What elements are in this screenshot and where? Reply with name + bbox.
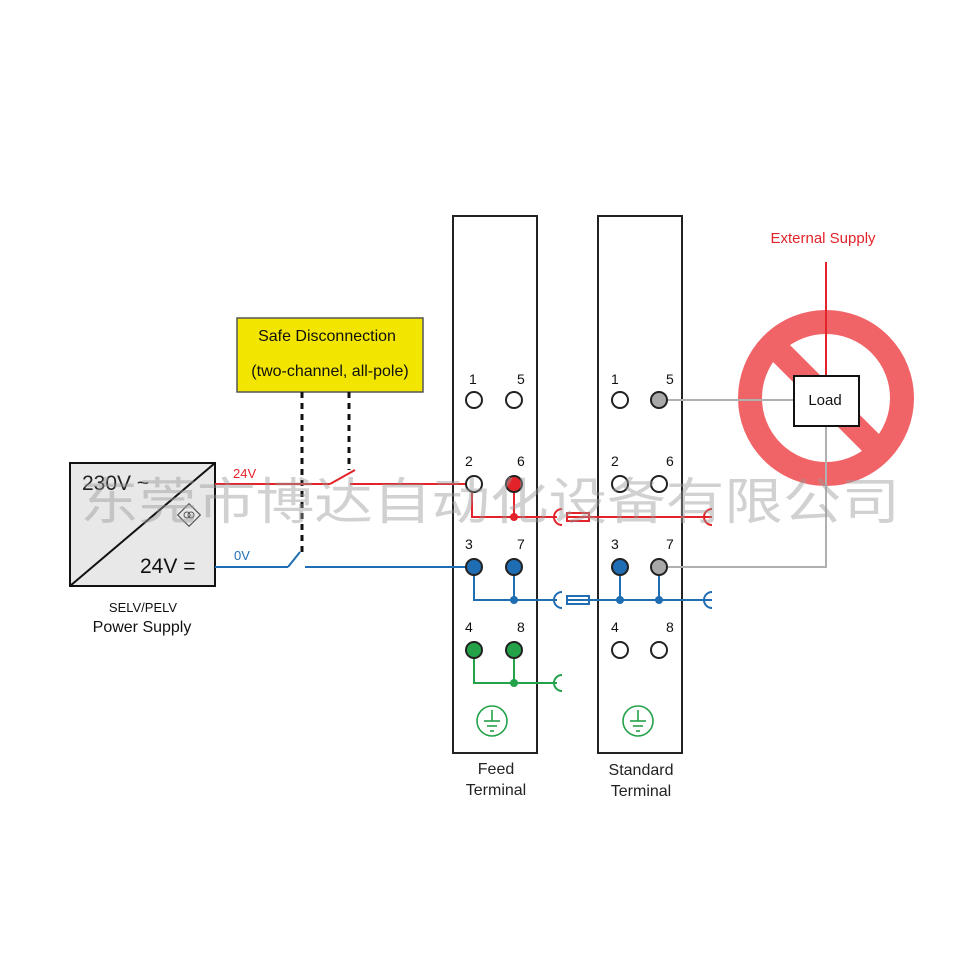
ground-symbol-icon (476, 705, 508, 737)
pin-label: 7 (517, 536, 525, 552)
terminal-point (465, 641, 483, 659)
wire-external (659, 262, 827, 568)
terminal-point (465, 475, 483, 493)
terminal-point (650, 558, 668, 576)
power-supply-input-label: 230V ~ (82, 472, 149, 495)
terminal-point (505, 558, 523, 576)
power-supply-type-label: SELV/PELV (109, 600, 177, 615)
pin-label: 8 (517, 619, 525, 635)
junction-dot (510, 596, 518, 604)
pin-label: 7 (666, 536, 674, 552)
external-supply-label: External Supply (770, 230, 876, 247)
terminal-point (611, 475, 629, 493)
pin-label: 5 (517, 371, 525, 387)
pin-label: 6 (666, 453, 674, 469)
junction-dot (616, 596, 624, 604)
safe-disconnection-box: Safe Disconnection (two-channel, all-pol… (236, 317, 424, 393)
junction-dot (655, 596, 663, 604)
load-box: Load (793, 375, 860, 427)
terminal-point (505, 475, 523, 493)
pin-label: 4 (611, 619, 619, 635)
pin-label: 6 (517, 453, 525, 469)
pin-label: 4 (465, 619, 473, 635)
watermark-text: 东莞市博达自动化设备有限公司 (80, 474, 900, 530)
wire-0v-label: 0V (234, 548, 250, 563)
safe-disconnection-title: Safe Disconnection (258, 328, 396, 345)
terminal-point (465, 391, 483, 409)
standard-terminal-label-line2: Terminal (611, 783, 671, 800)
junction-dot (510, 513, 518, 521)
feed-terminal-label-line2: Terminal (466, 782, 526, 799)
ground-symbol-icon (622, 705, 654, 737)
power-supply-output-label: 24V = (140, 555, 195, 578)
wire-24v-label: 24V (233, 466, 256, 481)
terminal-point (505, 641, 523, 659)
junction-dot (510, 679, 518, 687)
terminal-point (611, 391, 629, 409)
pin-label: 5 (666, 371, 674, 387)
terminal-point (650, 391, 668, 409)
standard-terminal-label-line1: Standard (609, 762, 674, 779)
transformer-isolation-icon (176, 502, 202, 528)
wire-24v (215, 469, 713, 526)
terminal-point (465, 558, 483, 576)
terminal-point (505, 391, 523, 409)
power-supply: 230V ~ 24V = (69, 462, 216, 587)
terminal-point (611, 558, 629, 576)
pin-label: 3 (465, 536, 473, 552)
feed-terminal-pins: 1 5 2 6 3 7 4 8 (465, 371, 525, 659)
safe-disconnection-subtitle: (two-channel, all-pole) (251, 363, 408, 380)
pin-label: 1 (611, 371, 619, 387)
pin-label: 2 (465, 453, 473, 469)
pin-label: 8 (666, 619, 674, 635)
terminal-point (650, 641, 668, 659)
power-supply-name-label: Power Supply (93, 619, 192, 636)
feed-terminal-label-line1: Feed (478, 761, 514, 778)
pin-label: 3 (611, 536, 619, 552)
pin-label: 1 (469, 371, 477, 387)
standard-terminal-pins: 1 5 2 6 3 7 4 8 (611, 371, 674, 659)
terminal-point (650, 475, 668, 493)
terminal-point (611, 641, 629, 659)
wire-0v (215, 551, 713, 609)
load-label: Load (808, 392, 841, 409)
pin-label: 2 (611, 453, 619, 469)
